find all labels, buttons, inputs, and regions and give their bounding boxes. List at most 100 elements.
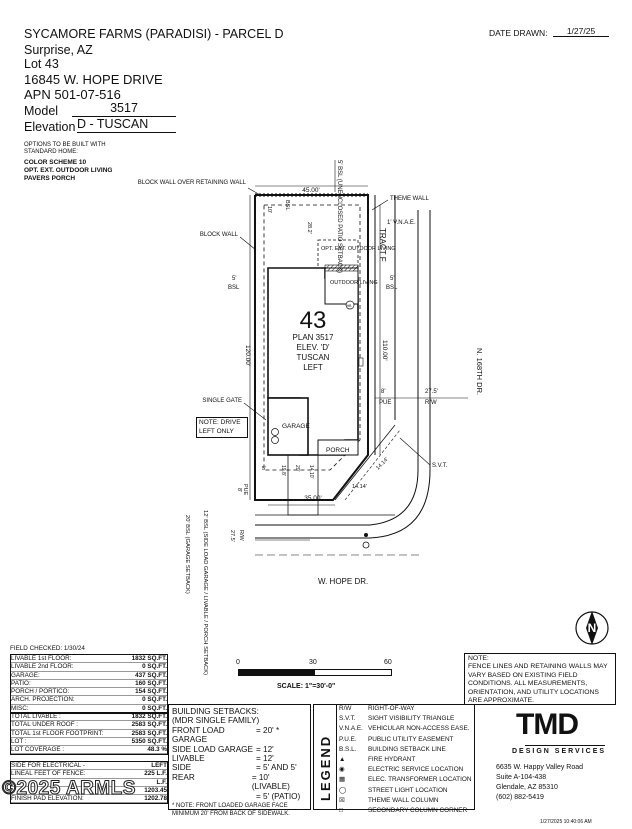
scale-bar	[238, 669, 392, 676]
date-value: 1/27/25	[553, 26, 609, 37]
scale-tick-60: 60	[384, 659, 392, 666]
note-line: ARE APPROXIMATE.	[468, 697, 534, 705]
legend-title: LEGEND	[318, 734, 333, 801]
fire-hydrant-icon	[364, 533, 368, 537]
table-row: L.F.	[11, 779, 167, 787]
side-load-note: 12' BSL (SIDE LOAD GARAGE / LIVABLE / PO…	[202, 510, 208, 675]
totals-table: TOTAL LIVABLE :1832 SQ.FT. TOTAL UNDER R…	[10, 712, 168, 756]
street-light-icon	[362, 541, 370, 549]
lot-line: Lot 43	[24, 57, 59, 72]
dim-rear-10: 10'	[266, 206, 272, 213]
dim-275-left: 27.5'	[229, 530, 235, 542]
legend-box: LEGEND R/W S.V.T. V.N.A.E. P.U.E. B.S.L.…	[313, 704, 475, 814]
theme-column-icon: ☒	[339, 796, 345, 804]
field-checked: FIELD CHECKED: 1/30/24	[10, 645, 85, 652]
scale-tick-30: 30	[309, 659, 317, 666]
hose-bib-icon	[345, 300, 355, 310]
dim-left: 120.00'	[244, 345, 251, 366]
table-row: GARAGE:437 SQ.FT.	[11, 671, 167, 680]
watermark: ©2025 ARMLS	[2, 778, 136, 800]
elevation-value: D - TUSCAN	[77, 117, 176, 133]
pue-right: PUE	[379, 400, 391, 406]
secondary-column-icon: □	[339, 807, 343, 815]
table-row: SIDE FOR ELECTRICAL -LEFT	[11, 762, 167, 771]
company-logo: TMD	[516, 708, 579, 741]
setbacks-subtitle: (MDR SINGLE FAMILY)	[172, 716, 260, 726]
curb-return-2	[255, 469, 431, 539]
table-row: LIVABLE 2nd FLOOR:0 SQ.FT.	[11, 663, 167, 672]
note-line: VARY BASED ON EXISTING FIELD	[468, 671, 578, 679]
table-row: LIVABLE 1st FLOOR:1832 SQ.FT.	[11, 655, 167, 664]
table-row: FINISH PAD ELEVATION:1202.78	[11, 795, 167, 804]
scale-label: SCALE: 1"=30'-0"	[277, 683, 336, 690]
rw-left: R/W	[238, 530, 244, 542]
table-row: LOT :5350 SQ.FT.	[11, 737, 167, 747]
option-item: COLOR SCHEME 10	[24, 159, 87, 166]
elevation-label: Elevation	[24, 120, 76, 134]
drive-20: 20'	[294, 465, 300, 472]
setback-row: SIDE LOAD GARAGE= 12'	[172, 744, 274, 754]
opt-outdoor-label: OPT. EXT. OUTDOOR LIVING	[321, 246, 396, 252]
scale-tick-0: 0	[236, 659, 240, 666]
setbacks-title: BUILDING SETBACKS:	[172, 707, 259, 716]
dim-5-left: 5'	[232, 276, 236, 282]
option-item: OPT. EXT. OUTDOOR LIVING	[24, 167, 113, 174]
misc-table: SIDE FOR ELECTRICAL -LEFT LINEAL FEET OF…	[10, 761, 168, 805]
plan-line: PLAN 3517	[293, 333, 334, 342]
date-label: DATE DRAWN:	[489, 28, 548, 38]
setbacks-box: BUILDING SETBACKS: (MDR SINGLE FAMILY) F…	[168, 704, 311, 817]
apn-label: APN	[24, 87, 51, 102]
street-east: N. 168TH DR.	[475, 348, 484, 395]
street-light-icon: ◯	[339, 786, 347, 794]
setbacks-note-1: * NOTE: FRONT LOADED GARAGE FACE	[172, 803, 288, 810]
lot-value: 43	[44, 57, 59, 71]
fire-hydrant-icon: ▲	[339, 756, 346, 764]
scale-bar-fill	[239, 670, 315, 675]
apn-value: 501-07-516	[54, 87, 121, 102]
bsl-rear: BSL	[284, 200, 290, 210]
bsl-left: BSL	[228, 285, 240, 291]
legend-abbrs: R/W S.V.T. V.N.A.E. P.U.E. B.S.L. ▲ ◉ ▦ …	[339, 704, 363, 816]
model-label: Model	[24, 104, 59, 118]
address: 16845 W. HOPE DRIVE	[24, 72, 163, 87]
vnae: 1' V.N.A.E.	[387, 220, 416, 226]
area-table: LIVABLE 1st FLOOR:1832 SQ.FT. LIVABLE 2n…	[10, 654, 168, 715]
subdivision-title: SYCAMORE FARMS (PARADISI) - PARCEL D	[24, 27, 284, 41]
dim-5-garage: 5'	[262, 466, 266, 472]
note-line: ORIENTATION, AND UTILITY LOCATIONS	[468, 688, 599, 696]
setback-row: LIVABLE= 12'	[172, 754, 274, 764]
single-gate: SINGLE GATE	[202, 398, 242, 404]
elev-line: ELEV. 'D'	[297, 343, 330, 352]
drive-198: 19.8'	[280, 465, 286, 476]
note-drive-box: NOTE: DRIVE LEFT ONLY	[196, 417, 248, 438]
note-drive-text: NOTE: DRIVE LEFT ONLY	[199, 419, 241, 435]
options-title-1: OPTIONS TO BE BUILT WITH	[24, 142, 106, 148]
outdoor-living-outline	[324, 267, 359, 305]
hose-bib-icon-garage	[271, 428, 279, 436]
outdoor-living-label: OUTDOOR LIVING	[330, 280, 378, 286]
dim-1414a: 14.14'	[352, 484, 367, 490]
table-row: LOT COVERAGE :48.3 %	[11, 746, 167, 755]
table-row: TOTAL UNDER ROOF :2583 SQ.FT.	[11, 721, 167, 730]
hand-line: LEFT	[303, 363, 323, 372]
street-south: W. HOPE DR.	[318, 577, 368, 586]
setbacks-note-2: MINIMUM 20' FROM BACK OF SIDEWALK.	[172, 810, 290, 817]
setback-row: FRONT LOAD GARAGE= 20' *	[172, 725, 280, 745]
theme-wall: THEME WALL	[390, 196, 429, 202]
note-line: CONDITIONS. ALL MEASUREMENTS,	[468, 680, 588, 688]
dim-right: 110.00'	[381, 340, 388, 361]
lot-boundary	[254, 194, 369, 501]
drive-1410: 14.10'	[308, 465, 314, 479]
dim-275-right: 27.5'	[425, 389, 438, 395]
dim-rear-28: 28.2'	[306, 222, 312, 234]
rw-right: R/W	[425, 400, 437, 406]
pue-left: PUE	[242, 484, 248, 496]
company-address: 6635 W. Happy Valley Road Suite A-104-43…	[496, 764, 584, 801]
city: Surprise, AZ	[24, 43, 93, 57]
note-title: NOTE:	[468, 655, 489, 662]
apn-line: APN 501-07-516	[24, 87, 121, 102]
porch-label: PORCH	[326, 447, 350, 454]
garage-label: GARAGE	[282, 423, 310, 430]
bsl-right: BSL	[386, 285, 398, 291]
block-wall: BLOCK WALL	[200, 232, 239, 238]
